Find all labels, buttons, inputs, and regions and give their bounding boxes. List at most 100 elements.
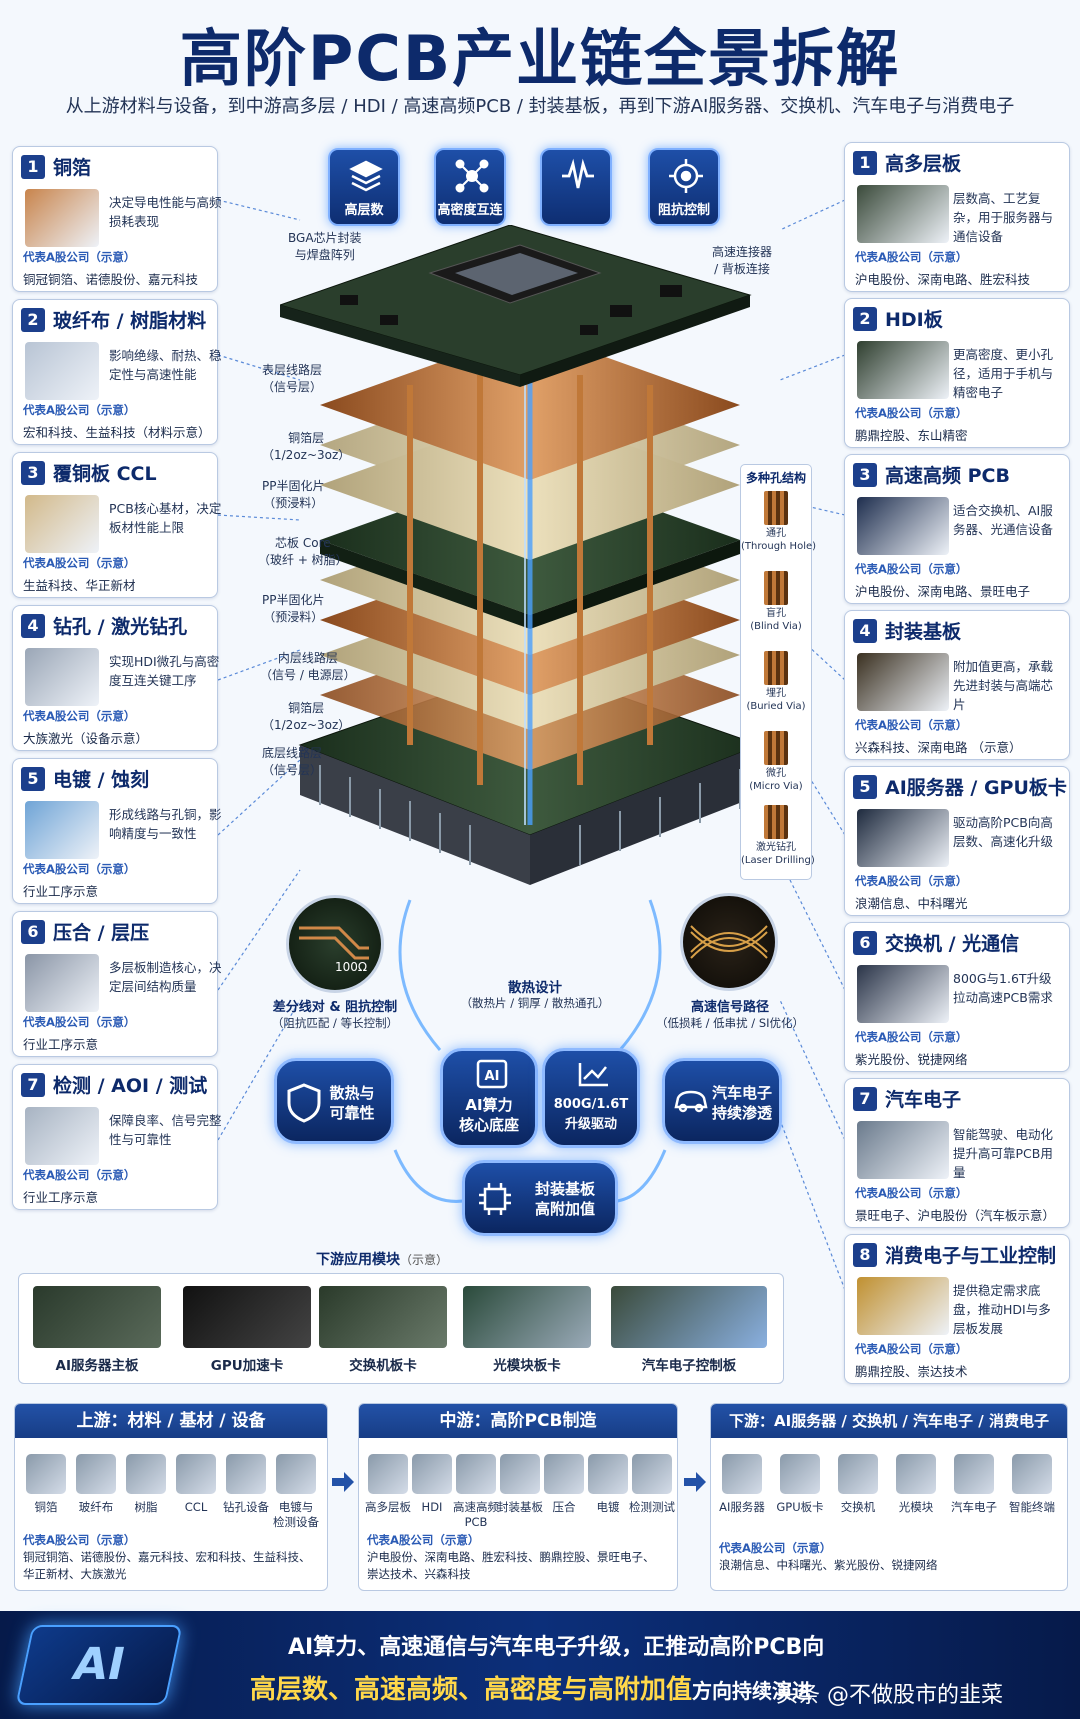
midstream-rep: 代表A股公司（示意）沪电股份、深南电路、胜宏科技、鹏鼎控股、景旺电子、 崇达技术… <box>367 1533 655 1581</box>
section-item-icon <box>126 1454 166 1494</box>
layer-label-pp-lower: PP半固化片 （预浸料） <box>262 593 325 624</box>
card-thumbnail-image <box>25 342 99 400</box>
hole-buried: 埋孔 (Buried Via) <box>741 651 811 713</box>
layer-label-surface: 表层线路层 （信号层） <box>262 363 323 394</box>
card-rep-companies: 生益科技、华正新材 <box>23 578 136 593</box>
section-item-icon <box>26 1454 66 1494</box>
card-description: 实现HDI微孔与高密度互连关键工序 <box>109 654 220 688</box>
card-rep-label: 代表A股公司（示意） <box>23 1168 136 1182</box>
card-number: 2 <box>21 308 45 332</box>
card-number: 8 <box>853 1243 877 1267</box>
section-item-icon <box>896 1454 936 1494</box>
diff-pair-label: 差分线对 & 阻抗控制 <box>272 1000 398 1015</box>
upstream-rep: 代表A股公司（示意）铜冠铜箔、诺德股份、嘉元科技、宏和科技、生益科技、 华正新材… <box>23 1533 311 1581</box>
card-rep-label: 代表A股公司（示意） <box>23 1015 136 1029</box>
signal-label: 高速信号路径 <box>690 1000 769 1015</box>
card-number: 5 <box>853 775 877 799</box>
card-thumbnail-image <box>25 1107 99 1165</box>
card-number: 6 <box>853 931 877 955</box>
hole-micro: 微孔 (Micro Via) <box>741 731 811 793</box>
section-item-icon <box>500 1454 540 1494</box>
signal-wave-icon <box>562 158 594 189</box>
app-gpu-card: GPU加速卡 <box>179 1286 315 1374</box>
card-description: 多层板制造核心，决定层间结构质量 <box>109 960 222 994</box>
card-title: 高速高频 PCB <box>885 465 1010 487</box>
section-item: 玻纤布 <box>71 1454 121 1515</box>
hole-laser: 激光钻孔 (Laser Drilling) <box>741 805 815 867</box>
ai-chip-graphic: AI <box>15 1625 183 1705</box>
card-description: 保障良率、信号完整性与可靠性 <box>109 1113 222 1147</box>
card-number: 7 <box>853 1087 877 1111</box>
card-title: 交换机 / 光通信 <box>885 933 1020 955</box>
shield-icon <box>287 1083 321 1123</box>
card-rep-companies: 行业工序示意 <box>23 884 99 899</box>
banner-line2: 高层数、高速高频、高密度与高附加值方向持续演进 <box>250 1675 813 1705</box>
section-item: AI服务器 <box>717 1454 767 1515</box>
section-item-icon <box>722 1454 762 1494</box>
switch-board-image <box>319 1286 447 1348</box>
hole-types-panel: 多种孔结构 通孔 (Through Hole) 盲孔 (Blind Via) 埋… <box>740 464 816 880</box>
card-rep-companies: 大族激光（设备示意） <box>23 731 149 746</box>
arrow-right-icon <box>332 1472 354 1492</box>
card-rep-label: 代表A股公司（示意） <box>855 250 968 264</box>
section-item: GPU板卡 <box>775 1454 825 1515</box>
card-description: 驱动高阶PCB向高层数、高速化升级 <box>953 815 1054 849</box>
bottom-banner: AI AI算力、高速通信与汽车电子升级，正推动高阶PCB向 高层数、高速高频、高… <box>0 1611 1080 1719</box>
section-item-icon <box>456 1454 496 1494</box>
card-title: 消费电子与工业控制 <box>885 1245 1057 1267</box>
ai-server-board-image <box>33 1286 161 1348</box>
watermark: 头条 @不做股市的韭菜 <box>776 1683 1003 1708</box>
card-rep-companies: 兴森科技、深南电路 （示意） <box>855 740 1022 755</box>
card-title: 钻孔 / 激光钻孔 <box>53 616 188 638</box>
card-title: 封装基板 <box>885 621 962 643</box>
app-switch-board: 交换机板卡 <box>315 1286 451 1374</box>
card-rep-label: 代表A股公司（示意） <box>23 709 136 723</box>
section-item: 光模块 <box>891 1454 941 1515</box>
card-rep-companies: 紫光股份、锐捷网络 <box>855 1052 968 1067</box>
card-thumbnail-image <box>857 497 949 555</box>
card-description: PCB核心基材，决定板材性能上限 <box>109 501 222 535</box>
card-rep-label: 代表A股公司（示意） <box>855 1342 968 1356</box>
card-thumbnail-image <box>25 648 99 706</box>
card-rep-label: 代表A股公司（示意） <box>23 250 136 264</box>
layer-label-bottom: 底层线路层 （信号层） <box>262 746 323 777</box>
page-title: 高阶PCB产业链全景拆解 <box>179 22 901 95</box>
section-item-icon <box>838 1454 878 1494</box>
section-item: 封装基板 <box>495 1454 545 1515</box>
diff-pair-traces-icon <box>299 926 369 960</box>
card-rep-label: 代表A股公司（示意） <box>855 406 968 420</box>
chart-up-icon <box>578 1063 608 1087</box>
section-item: 高速高频 PCB <box>451 1454 501 1530</box>
card-title: HDI板 <box>885 309 943 331</box>
card-number: 5 <box>21 767 45 791</box>
section-item-icon <box>176 1454 216 1494</box>
section-item-icon <box>76 1454 116 1494</box>
target-icon-box: 阻抗控制 <box>648 148 720 226</box>
layer-label-core: 芯板 Core （玻纤 + 树脂） <box>258 536 348 567</box>
card-thumbnail-image <box>857 341 949 399</box>
badge-thermal: 散热与 可靠性 <box>274 1058 394 1144</box>
diff-pair-sub: （阻抗匹配 / 等长控制） <box>271 1016 399 1030</box>
card-number: 1 <box>21 155 45 179</box>
section-item-icon <box>588 1454 628 1494</box>
section-item: 汽车电子 <box>949 1454 999 1515</box>
card-number: 1 <box>853 151 877 175</box>
diff-pair-circle: 100Ω <box>286 895 384 993</box>
buried-via-icon <box>764 651 788 685</box>
layer-label-bga: BGA芯片封装 与焊盘阵列 <box>288 231 362 262</box>
card-title: 铜箔 <box>53 157 92 179</box>
hole-through: 通孔 (Through Hole) <box>741 491 816 553</box>
gpu-card-image <box>183 1286 311 1348</box>
section-item-icon <box>276 1454 316 1494</box>
card-title: 压合 / 层压 <box>53 922 150 944</box>
